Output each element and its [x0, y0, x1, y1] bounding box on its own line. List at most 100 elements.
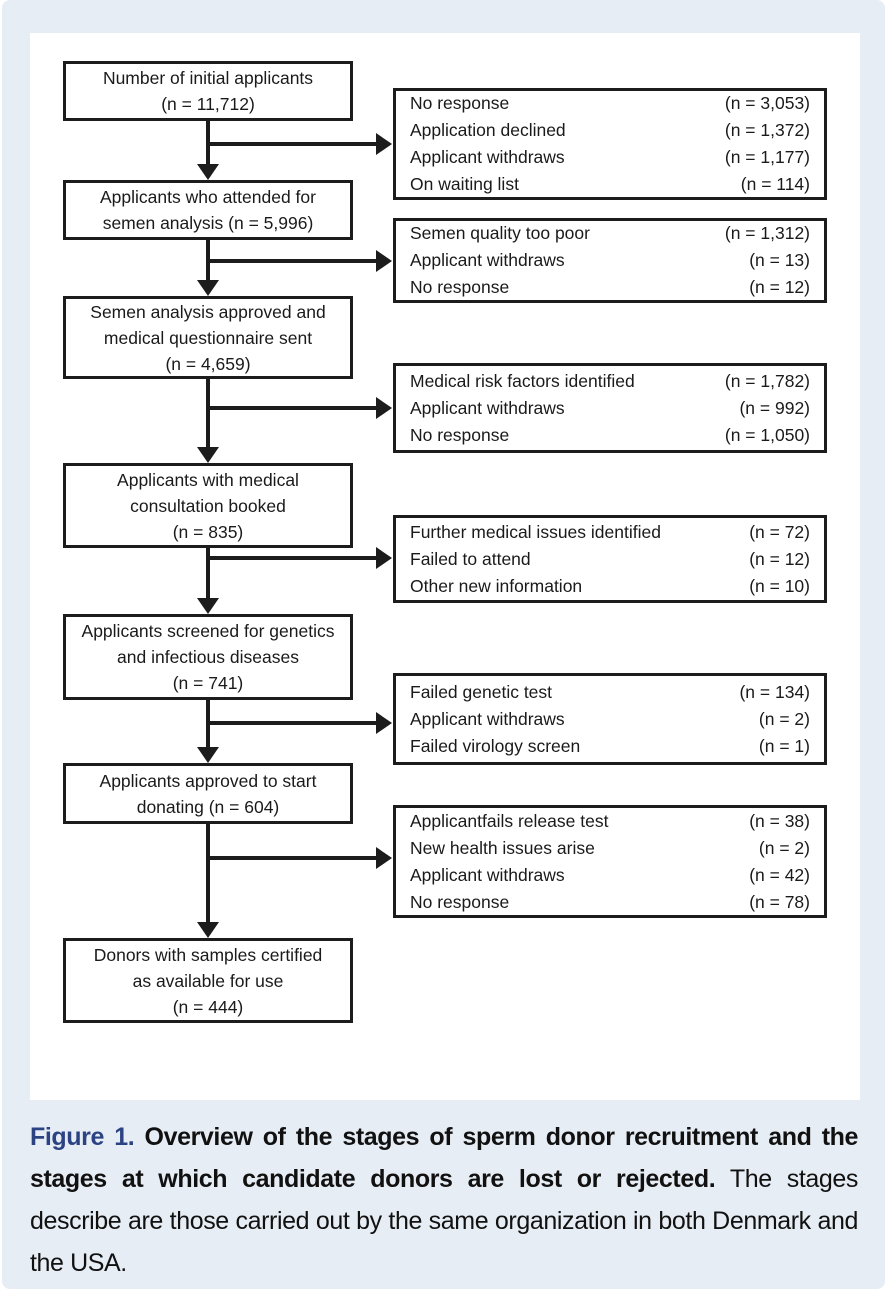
- stage-box-line: Number of initial applicants: [102, 68, 314, 88]
- stage-box-attended-semen-analysis: Applicants who attended for semen analys…: [63, 180, 353, 240]
- attrition-label: No response: [410, 93, 510, 113]
- attrition-label: Semen quality too poor: [410, 223, 590, 243]
- attrition-row: No response (n = 1,050): [410, 422, 810, 449]
- right-arrowhead-icon: [376, 250, 392, 272]
- stage-box-approved-to-start-donating: Applicants approved to start donating (n…: [63, 763, 353, 824]
- branch-line-1: [208, 142, 376, 146]
- attrition-label: Applicant withdraws: [410, 708, 565, 729]
- attrition-label: Failed genetic test: [410, 681, 553, 702]
- down-arrowhead-icon: [197, 747, 219, 763]
- attrition-label: Applicantfails release test: [410, 810, 609, 831]
- attrition-row: Application declined (n = 1,372): [410, 117, 810, 144]
- attrition-count: (n = 10): [749, 575, 810, 596]
- branch-line-6: [208, 856, 376, 860]
- attrition-count: (n = 2): [758, 708, 810, 729]
- stage-box-line: (n = 444): [172, 996, 244, 1017]
- down-arrowhead-icon: [197, 598, 219, 614]
- branch-line-2: [208, 259, 376, 263]
- attrition-count: (n = 12): [749, 548, 810, 569]
- attrition-count: (n = 1,312): [724, 223, 810, 243]
- flowchart-panel: Number of initial applicants (n = 11,712…: [30, 33, 860, 1100]
- stage-box-screened-genetics-infectious: Applicants screened for genetics and inf…: [63, 614, 353, 700]
- attrition-row: Applicant withdraws (n = 13): [410, 247, 810, 274]
- attrition-count: (n = 2): [758, 837, 810, 858]
- attrition-row: Applicant withdraws (n = 992): [410, 395, 810, 422]
- attrition-label: New health issues arise: [410, 837, 595, 858]
- right-arrowhead-icon: [376, 397, 392, 419]
- attrition-label: Other new information: [410, 575, 583, 596]
- stage-box-line: medical questionnaire sent: [103, 327, 313, 348]
- attrition-row: No response (n = 78): [410, 889, 810, 916]
- stage-box-line: Semen analysis approved and: [90, 301, 326, 322]
- figure-label: Figure 1.: [30, 1123, 135, 1151]
- attrition-box-2: Semen quality too poor (n = 1,312) Appli…: [393, 218, 827, 303]
- attrition-count: (n = 1,782): [724, 370, 810, 391]
- attrition-row: Applicantfails release test (n = 38): [410, 808, 810, 835]
- stage-box-line: Applicants approved to start: [99, 770, 317, 791]
- attrition-label: On waiting list: [410, 174, 519, 194]
- flow-line-down-6: [206, 824, 210, 924]
- stage-box-line: (n = 11,712): [161, 94, 255, 114]
- attrition-row: Applicant withdraws (n = 42): [410, 862, 810, 889]
- down-arrowhead-icon: [197, 280, 219, 296]
- attrition-label: Applicant withdraws: [410, 250, 565, 270]
- attrition-count: (n = 42): [749, 864, 810, 885]
- stage-box-line: Applicants who attended for: [100, 187, 316, 207]
- attrition-count: (n = 1,177): [724, 147, 810, 167]
- attrition-label: No response: [410, 891, 510, 912]
- attrition-count: (n = 992): [739, 397, 810, 418]
- stage-box-donors-samples-certified: Donors with samples certified as availab…: [63, 938, 353, 1023]
- attrition-count: (n = 134): [739, 681, 810, 702]
- attrition-row: Applicant withdraws (n = 1,177): [410, 144, 810, 171]
- stage-box-line: semen analysis (n = 5,996): [102, 213, 314, 233]
- attrition-box-1: No response (n = 3,053) Application decl…: [393, 88, 827, 200]
- attrition-label: Failed to attend: [410, 548, 531, 569]
- figure-caption: Figure 1. Overview of the stages of sper…: [30, 1116, 858, 1284]
- stage-box-line: (n = 835): [172, 521, 244, 542]
- down-arrowhead-icon: [197, 164, 219, 180]
- flow-line-down-4: [206, 548, 210, 600]
- attrition-row: Failed virology screen (n = 1): [410, 733, 810, 760]
- attrition-label: Application declined: [410, 120, 566, 140]
- attrition-count: (n = 38): [749, 810, 810, 831]
- attrition-label: Applicant withdraws: [410, 864, 565, 885]
- attrition-count: (n = 1,372): [724, 120, 810, 140]
- attrition-label: No response: [410, 277, 510, 297]
- stage-box-line: Applicants with medical: [117, 469, 299, 490]
- attrition-label: Further medical issues identified: [410, 521, 661, 542]
- right-arrowhead-icon: [376, 712, 392, 734]
- attrition-count: (n = 114): [740, 174, 810, 194]
- attrition-count: (n = 13): [749, 250, 810, 270]
- flow-line-down-3: [206, 379, 210, 449]
- attrition-box-4: Further medical issues identified (n = 7…: [393, 515, 827, 603]
- stage-box-line: Applicants screened for genetics: [81, 621, 335, 641]
- stage-box-medical-consultation-booked: Applicants with medical consultation boo…: [63, 463, 353, 548]
- stage-box-line: as available for use: [132, 970, 284, 991]
- attrition-label: Failed virology screen: [410, 735, 581, 756]
- stage-box-line: consultation booked: [130, 495, 286, 516]
- attrition-label: Applicant withdraws: [410, 397, 565, 418]
- attrition-row: Failed genetic test (n = 134): [410, 679, 810, 706]
- attrition-box-6: Applicantfails release test (n = 38) New…: [393, 805, 827, 918]
- right-arrowhead-icon: [376, 133, 392, 155]
- attrition-count: (n = 72): [749, 521, 810, 542]
- attrition-row: Semen quality too poor (n = 1,312): [410, 220, 810, 247]
- right-arrowhead-icon: [376, 847, 392, 869]
- attrition-label: Medical risk factors identified: [410, 370, 635, 391]
- attrition-row: Further medical issues identified (n = 7…: [410, 519, 810, 546]
- attrition-row: No response (n = 12): [410, 274, 810, 301]
- stage-box-line: (n = 741): [172, 673, 244, 693]
- attrition-count: (n = 12): [749, 277, 810, 297]
- down-arrowhead-icon: [197, 447, 219, 463]
- attrition-row: New health issues arise (n = 2): [410, 835, 810, 862]
- stage-box-line: and infectious diseases: [117, 647, 299, 667]
- attrition-count: (n = 1): [758, 735, 810, 756]
- stage-box-line: Donors with samples certified: [93, 944, 323, 965]
- attrition-label: Applicant withdraws: [410, 147, 565, 167]
- branch-line-3: [208, 406, 376, 410]
- caption-text: The stages describe are those carried ou…: [30, 1165, 858, 1277]
- stage-box-semen-approved-questionnaire-sent: Semen analysis approved and medical ques…: [63, 296, 353, 379]
- attrition-box-3: Medical risk factors identified (n = 1,7…: [393, 363, 827, 453]
- attrition-row: On waiting list (n = 114): [410, 171, 810, 198]
